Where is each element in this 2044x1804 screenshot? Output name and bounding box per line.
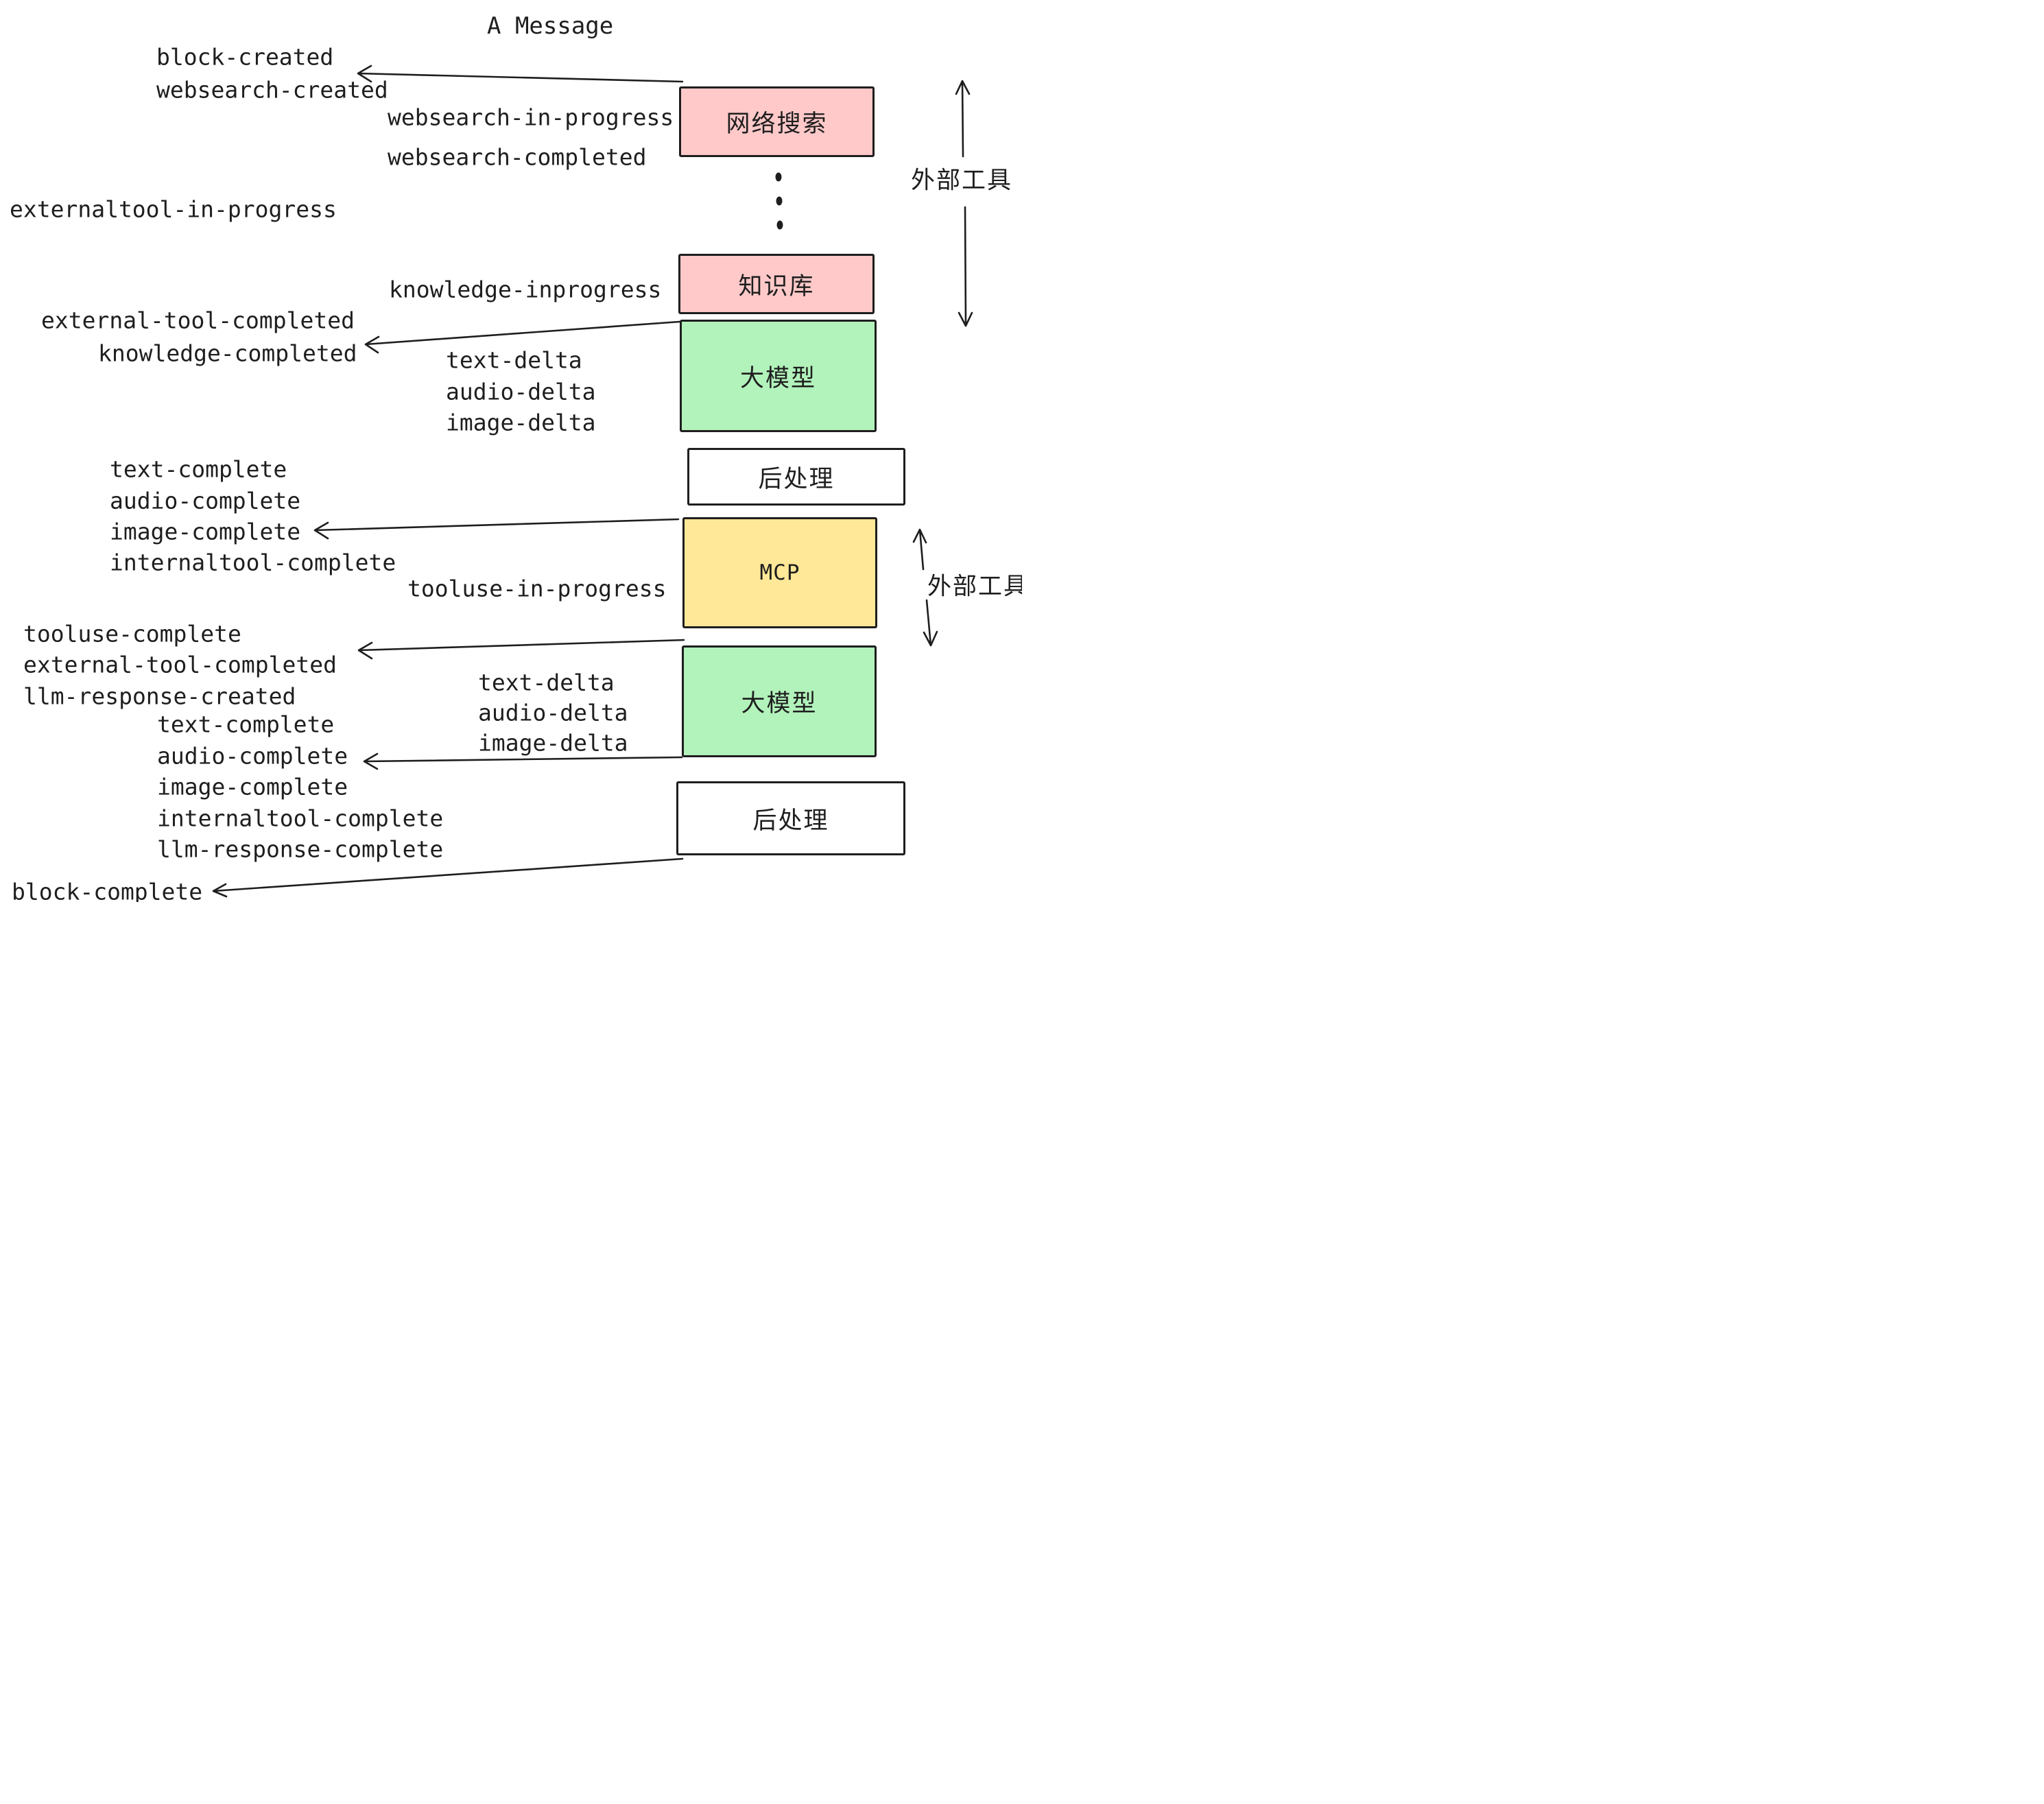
box-llm-1: 大模型 bbox=[680, 320, 877, 432]
event-audio-complete-1: audio-complete bbox=[110, 487, 301, 514]
ellipsis-dot bbox=[775, 172, 782, 182]
event-image-delta-2: image-delta bbox=[478, 729, 628, 757]
down-arrow-external-tools-bottom bbox=[923, 599, 938, 647]
box-llm-1-label: 大模型 bbox=[739, 364, 816, 392]
arrow-block-complete bbox=[212, 857, 684, 898]
arrow-block-created bbox=[357, 64, 684, 83]
up-arrow-external-tools-top bbox=[955, 80, 971, 158]
page-title: A Message bbox=[487, 12, 614, 40]
ellipsis-dot bbox=[776, 196, 783, 206]
box-mcp-label: MCP bbox=[759, 560, 800, 585]
event-audio-complete-2: audio-complete bbox=[157, 742, 348, 770]
diagram-canvas: A Message 网络搜索 知识库 大模型 后处理 MCP 大模型 后处理 外… bbox=[0, 0, 1022, 902]
event-text-delta-1: text-delta bbox=[446, 346, 582, 374]
event-websearch-in-progress: websearch-in-progress bbox=[388, 104, 674, 131]
connector-layer bbox=[212, 64, 973, 898]
event-external-tool-completed-1: external-tool-completed bbox=[41, 307, 355, 334]
event-image-complete-1: image-complete bbox=[110, 518, 301, 545]
box-websearch-label: 网络搜索 bbox=[726, 110, 828, 138]
down-arrow-external-tools-top bbox=[958, 206, 973, 327]
event-text-delta-2: text-delta bbox=[478, 669, 615, 696]
event-internaltool-complete-1: internaltool-complete bbox=[110, 549, 396, 576]
annotation-external-tools-bottom: 外部工具 bbox=[927, 573, 1022, 601]
event-llm-response-complete: llm-response-complete bbox=[157, 835, 444, 863]
box-llm-2-label: 大模型 bbox=[741, 690, 818, 717]
event-knowledge-inprogress: knowledge-inprogress bbox=[389, 276, 662, 303]
event-audio-delta-1: audio-delta bbox=[446, 378, 596, 405]
event-text-complete-1: text-complete bbox=[110, 455, 287, 483]
event-externaltool-in-progress: externaltool-in-progress bbox=[10, 195, 337, 223]
box-websearch: 网络搜索 bbox=[679, 86, 875, 157]
event-block-complete: block-complete bbox=[12, 878, 203, 903]
event-image-delta-1: image-delta bbox=[446, 409, 596, 436]
event-image-complete-2: image-complete bbox=[157, 773, 348, 800]
box-knowledge-label: 知识库 bbox=[738, 272, 815, 300]
arrow-knowledge-completed bbox=[364, 320, 681, 354]
event-audio-delta-2: audio-delta bbox=[478, 699, 628, 726]
box-llm-2: 大模型 bbox=[682, 645, 877, 757]
arrow-internal-complete-1 bbox=[313, 518, 680, 540]
box-postprocess-1: 后处理 bbox=[687, 448, 905, 506]
up-arrow-external-tools-bottom bbox=[912, 528, 927, 571]
event-internaltool-complete-2: internaltool-complete bbox=[157, 805, 444, 832]
ellipsis-dot bbox=[776, 220, 783, 230]
annotation-external-tools-top: 外部工具 bbox=[911, 167, 1013, 195]
box-postprocess-1-label: 后处理 bbox=[758, 465, 835, 493]
box-postprocess-2-label: 后处理 bbox=[752, 807, 829, 835]
event-external-tool-completed-2: external-tool-completed bbox=[23, 651, 337, 678]
box-knowledge: 知识库 bbox=[678, 254, 875, 314]
event-llm-response-created: llm-response-created bbox=[23, 683, 296, 710]
event-tooluse-in-progress: tooluse-in-progress bbox=[407, 575, 667, 602]
box-mcp: MCP bbox=[682, 517, 877, 628]
event-knowledge-completed: knowledge-completed bbox=[98, 340, 357, 367]
event-tooluse-complete: tooluse-complete bbox=[23, 620, 241, 648]
arrow-audio-complete-2 bbox=[363, 752, 683, 770]
box-postprocess-2: 后处理 bbox=[676, 781, 905, 855]
event-text-complete-2: text-complete bbox=[157, 711, 335, 738]
event-websearch-completed: websearch-completed bbox=[388, 143, 647, 171]
event-websearch-created: websearch-created bbox=[156, 76, 388, 104]
arrow-tooluse-complete bbox=[357, 639, 685, 660]
event-block-created: block-created bbox=[156, 43, 334, 71]
